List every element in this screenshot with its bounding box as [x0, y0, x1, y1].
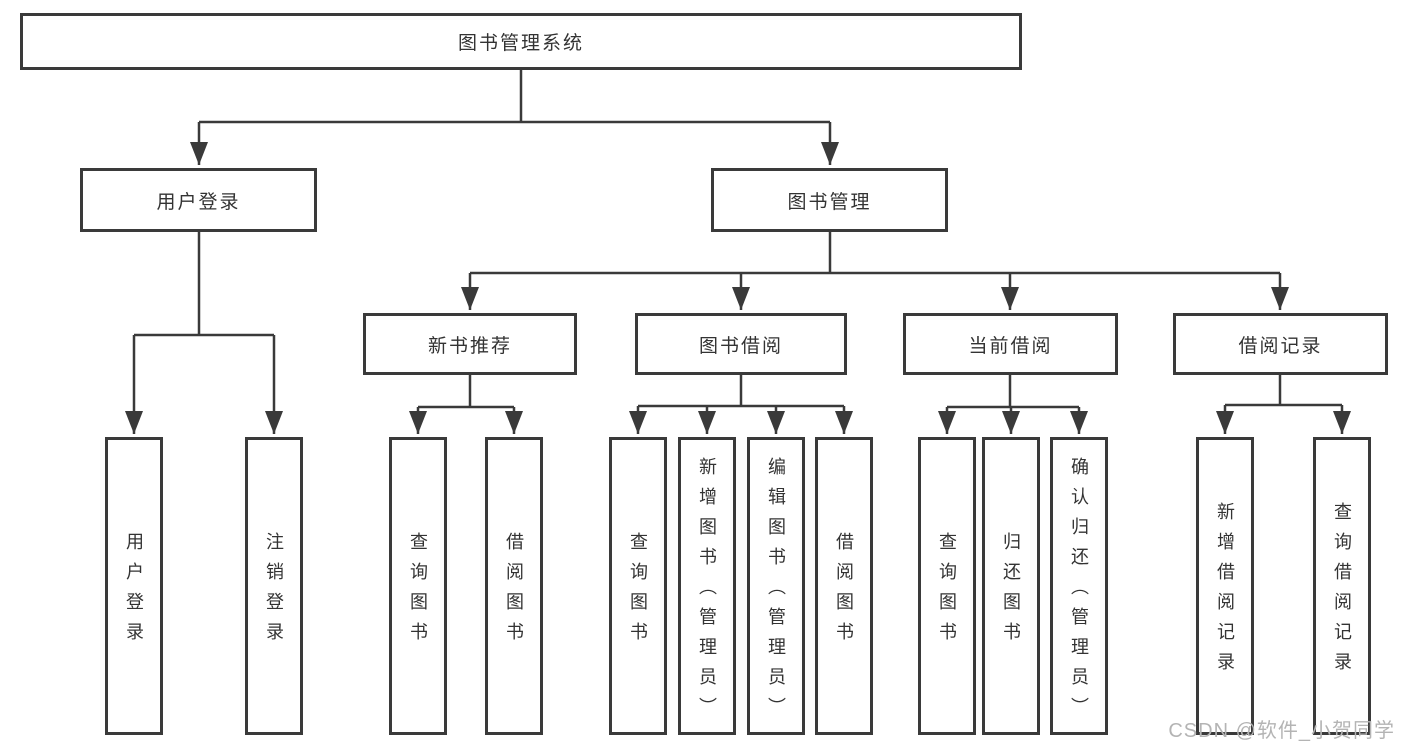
- leaf-return-books: 归还图书: [982, 437, 1040, 735]
- leaf-add-borrow-record-label: 新增借阅记录: [1215, 502, 1235, 682]
- node-book-borrow-label: 图书借阅: [698, 335, 783, 357]
- leaf-query-books-borrow-label: 查询图书: [628, 532, 648, 652]
- leaf-query-books-current: 查询图书: [918, 437, 976, 735]
- leaf-edit-books-admin: 编辑图书（管理员）: [747, 437, 805, 735]
- leaf-return-books-label: 归还图书: [1001, 532, 1021, 652]
- leaf-query-books-recommend-label: 查询图书: [408, 532, 428, 652]
- leaf-add-borrow-record: 新增借阅记录: [1196, 437, 1254, 735]
- leaf-add-books-admin-label: 新增图书（管理员）: [697, 457, 717, 727]
- leaf-borrow-books-label: 借阅图书: [834, 532, 854, 652]
- watermark: CSDN @软件_小贺同学: [1168, 720, 1395, 742]
- node-new-book-recommend-label: 新书推荐: [427, 335, 512, 357]
- leaf-query-borrow-record-label: 查询借阅记录: [1332, 502, 1352, 682]
- leaf-confirm-return-admin: 确认归还（管理员）: [1050, 437, 1108, 735]
- leaf-logout-label: 注销登录: [264, 532, 284, 652]
- node-borrow-records: 借阅记录: [1173, 313, 1388, 375]
- leaf-borrow-books-recommend: 借阅图书: [485, 437, 543, 735]
- leaf-user-login-label: 用户登录: [124, 532, 144, 652]
- leaf-borrow-books-recommend-label: 借阅图书: [504, 532, 524, 652]
- leaf-edit-books-admin-label: 编辑图书（管理员）: [766, 457, 786, 727]
- leaf-query-books-current-label: 查询图书: [937, 532, 957, 652]
- node-book-management-label: 图书管理: [787, 191, 872, 213]
- node-user-login-label: 用户登录: [156, 191, 241, 213]
- node-borrow-records-label: 借阅记录: [1238, 335, 1323, 357]
- node-current-borrow: 当前借阅: [903, 313, 1118, 375]
- leaf-borrow-books: 借阅图书: [815, 437, 873, 735]
- leaf-confirm-return-admin-label: 确认归还（管理员）: [1069, 457, 1089, 727]
- node-current-borrow-label: 当前借阅: [968, 335, 1053, 357]
- leaf-query-borrow-record: 查询借阅记录: [1313, 437, 1371, 735]
- node-library-system: 图书管理系统: [20, 13, 1022, 70]
- node-user-login: 用户登录: [80, 168, 317, 232]
- node-book-borrow: 图书借阅: [635, 313, 847, 375]
- leaf-add-books-admin: 新增图书（管理员）: [678, 437, 736, 735]
- leaf-query-books-recommend: 查询图书: [389, 437, 447, 735]
- node-new-book-recommend: 新书推荐: [363, 313, 577, 375]
- leaf-logout: 注销登录: [245, 437, 303, 735]
- leaf-user-login: 用户登录: [105, 437, 163, 735]
- leaf-query-books-borrow: 查询图书: [609, 437, 667, 735]
- node-library-system-label: 图书管理系统: [457, 33, 584, 54]
- node-book-management: 图书管理: [711, 168, 948, 232]
